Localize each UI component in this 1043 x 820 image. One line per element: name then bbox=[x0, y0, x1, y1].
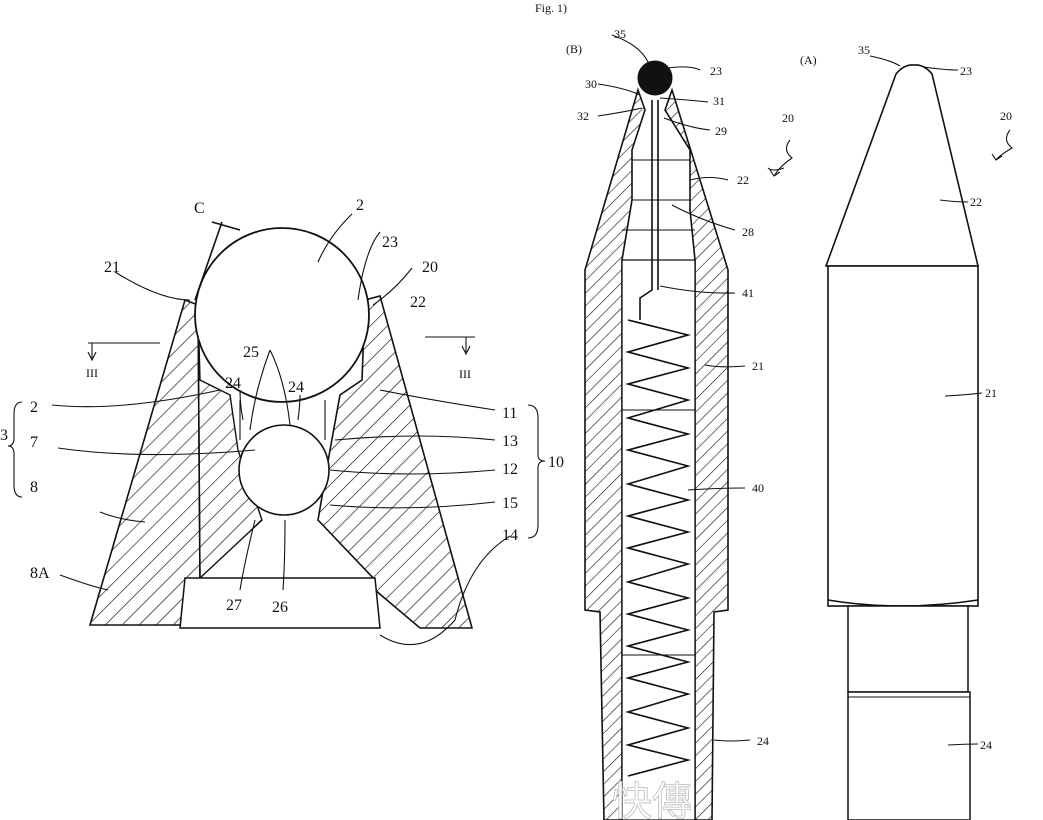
b-label-41: 41 bbox=[742, 286, 754, 300]
pen-exterior-a: (A) 35 23 20 22 21 24 bbox=[800, 43, 1013, 820]
b-label-31: 31 bbox=[713, 94, 725, 108]
b-label-32: 32 bbox=[577, 109, 589, 123]
b-leaders bbox=[597, 34, 785, 742]
watermark: 快傳 bbox=[612, 779, 692, 820]
label-15: 15 bbox=[502, 495, 518, 512]
b-label-28: 28 bbox=[742, 225, 754, 239]
a-ref-20-arrow bbox=[991, 129, 1013, 161]
tip-cross-section: C 2 23 20 21 22 25 24 24 2 3 7 8 8A 27 2… bbox=[0, 197, 564, 646]
a-label-20: 20 bbox=[1000, 109, 1012, 123]
label-26: 26 bbox=[272, 599, 288, 616]
label-25: 25 bbox=[243, 344, 259, 361]
section-arrow-right bbox=[425, 336, 475, 356]
label-22: 22 bbox=[410, 294, 426, 311]
label-c: C bbox=[194, 200, 205, 217]
label-12: 12 bbox=[502, 461, 518, 478]
label-24a: 24 bbox=[225, 375, 241, 392]
label-27: 27 bbox=[226, 597, 242, 614]
b-ball bbox=[637, 60, 673, 96]
tip-body-left-wall bbox=[88, 298, 201, 626]
section-arrow-left bbox=[87, 342, 160, 362]
ink-chamber bbox=[179, 577, 381, 629]
b-label-24: 24 bbox=[757, 734, 769, 748]
channel-line bbox=[239, 400, 326, 440]
label-20: 20 bbox=[422, 259, 438, 276]
b-label-30: 30 bbox=[585, 77, 597, 91]
label-8a: 8A bbox=[30, 565, 50, 582]
b-label-29: 29 bbox=[715, 124, 727, 138]
label-2-left: 2 bbox=[30, 399, 38, 416]
b-spring bbox=[624, 319, 692, 777]
b-label-20: 20 bbox=[782, 111, 794, 125]
leaders-right bbox=[329, 389, 511, 646]
b-label-40: 40 bbox=[752, 481, 764, 495]
b-label-23: 23 bbox=[710, 64, 722, 78]
a-label-21: 21 bbox=[985, 386, 997, 400]
a-cone bbox=[824, 64, 980, 267]
a-label-23: 23 bbox=[960, 64, 972, 78]
a-end bbox=[847, 691, 971, 820]
b-label-22: 22 bbox=[737, 173, 749, 187]
b-rod bbox=[639, 100, 659, 320]
leaders-left bbox=[51, 213, 413, 591]
a-barrel bbox=[827, 265, 979, 607]
label-view-a: (A) bbox=[800, 53, 817, 67]
label-14: 14 bbox=[502, 527, 518, 544]
pen-section-b: Fig. 1) (B) 35 23 30 31 32 29 20 22 28 4… bbox=[535, 1, 794, 820]
c-marker-tick bbox=[211, 221, 241, 231]
label-section-right: III bbox=[459, 367, 471, 381]
c-marker-line bbox=[194, 221, 223, 301]
b-outer-wall-left bbox=[584, 87, 646, 820]
inner-ball bbox=[238, 424, 330, 516]
label-section-left: III bbox=[86, 366, 98, 380]
b-label-21: 21 bbox=[752, 359, 764, 373]
brace-left bbox=[7, 401, 23, 498]
label-10: 10 bbox=[548, 454, 564, 471]
brace-right bbox=[527, 404, 546, 539]
a-label-24: 24 bbox=[980, 738, 992, 752]
label-24b: 24 bbox=[288, 379, 304, 396]
b-label-35: 35 bbox=[614, 27, 626, 41]
label-view-b: (B) bbox=[566, 42, 582, 56]
label-2-top: 2 bbox=[356, 197, 364, 214]
label-8: 8 bbox=[30, 479, 38, 496]
b-ref-20-arrow bbox=[769, 139, 793, 177]
ball bbox=[194, 227, 370, 403]
label-21: 21 bbox=[104, 259, 120, 276]
a-label-35: 35 bbox=[858, 43, 870, 57]
b-outer-wall-right bbox=[664, 87, 729, 820]
label-7: 7 bbox=[30, 434, 38, 451]
a-label-22: 22 bbox=[970, 195, 982, 209]
label-fig: Fig. 1) bbox=[535, 1, 567, 15]
label-11: 11 bbox=[502, 405, 517, 422]
a-leaders bbox=[869, 55, 983, 746]
label-3: 3 bbox=[0, 427, 8, 444]
a-neck bbox=[847, 605, 969, 693]
label-23: 23 bbox=[382, 234, 398, 251]
label-13: 13 bbox=[502, 433, 518, 450]
